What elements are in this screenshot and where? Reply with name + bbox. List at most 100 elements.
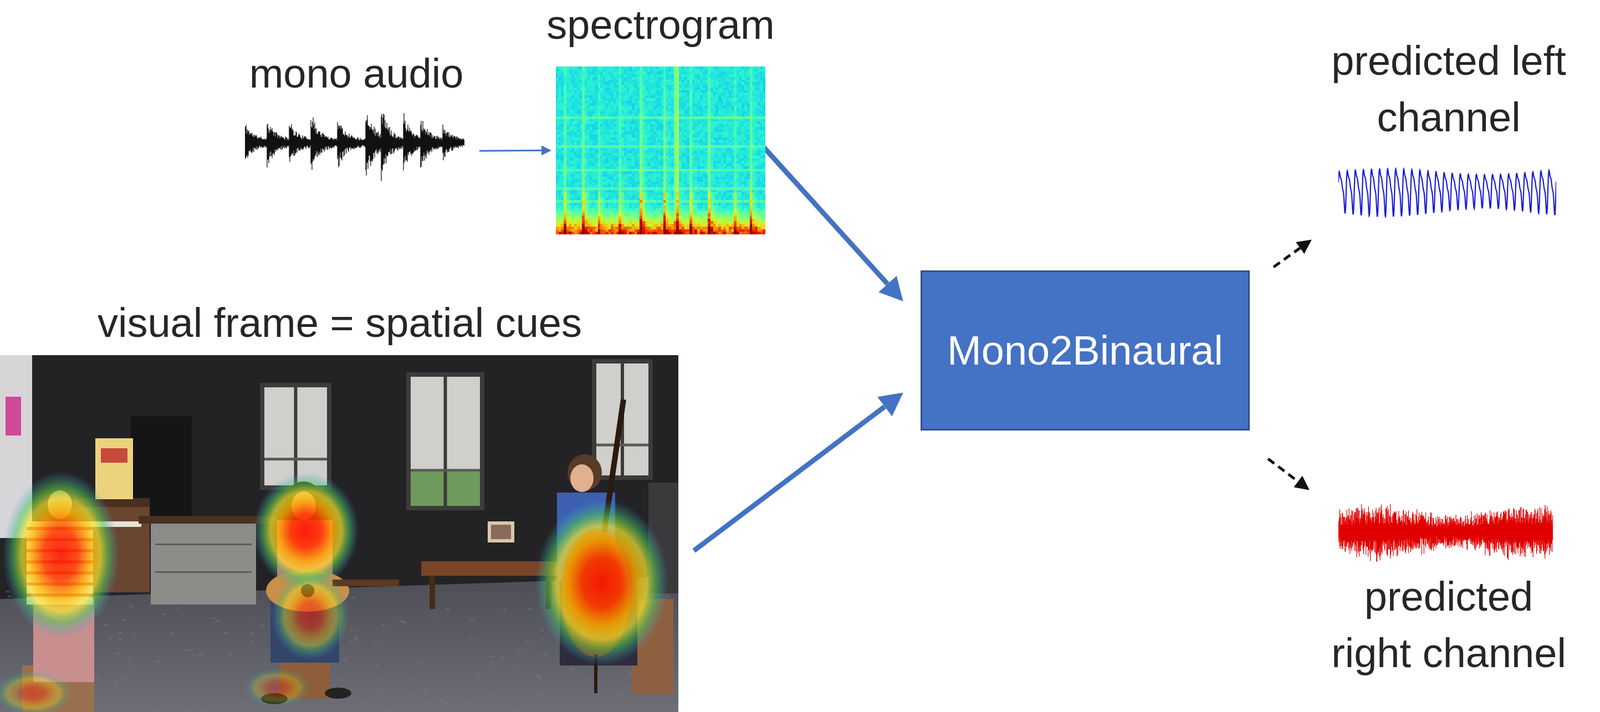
spectrogram-cell <box>595 190 598 193</box>
spectrogram-cell <box>602 229 606 233</box>
spectrogram-cell <box>576 179 580 183</box>
spectrogram-cell <box>629 218 632 222</box>
spectrogram-cell <box>584 169 588 172</box>
spectrogram-cell <box>574 210 577 214</box>
spectrogram-cell <box>560 158 564 162</box>
spectrogram-cell <box>631 231 635 235</box>
spectrogram-cell <box>621 200 625 203</box>
spectrogram-cell <box>569 192 572 196</box>
spectrogram-cell <box>616 124 620 127</box>
spectrogram-cell <box>566 171 570 175</box>
spectrogram-cell <box>616 187 620 191</box>
spectrogram-cell <box>595 113 598 117</box>
spectrogram-cell <box>613 116 617 120</box>
spectrogram-cell <box>579 179 583 183</box>
spectrogram-cell <box>602 223 606 227</box>
spectrogram-cell <box>587 216 591 219</box>
spectrogram-cell <box>626 113 630 117</box>
spectrogram-cell <box>605 160 609 164</box>
spectrogram-cell <box>616 142 620 146</box>
spectrogram-cell <box>618 223 622 227</box>
spectrogram-cell <box>631 84 635 88</box>
spectrogram-cell <box>629 160 632 164</box>
spectrogram-cell <box>600 210 603 214</box>
spectrogram-cell <box>574 129 577 133</box>
spectrogram-cell <box>592 126 596 130</box>
spectrogram-cell <box>624 174 627 177</box>
spectrogram-cell <box>605 197 609 201</box>
spectrogram-cell <box>618 137 622 141</box>
spectrogram-cell <box>576 140 580 143</box>
spectrogram-cell <box>595 192 598 196</box>
spectrogram-cell <box>624 103 627 106</box>
spectrogram-cell <box>576 77 580 80</box>
spectrogram-cell <box>587 150 591 154</box>
spectrogram-cell <box>569 197 572 201</box>
spectrogram-cell <box>581 221 585 224</box>
spectrogram-cell <box>574 208 577 212</box>
spectrogram-cell <box>618 92 622 96</box>
spectrogram-cell <box>584 184 588 188</box>
spectrogram-cell <box>584 179 588 183</box>
spectrogram-cell <box>587 129 591 133</box>
spectrogram-cell <box>569 213 572 217</box>
spectrogram-cell <box>634 179 638 183</box>
spectrogram-cell <box>631 171 635 175</box>
spectrogram-cell <box>631 163 635 167</box>
spectrogram-cell <box>566 121 570 125</box>
spectrogram-cell <box>631 137 635 141</box>
spectrogram-cell <box>624 145 627 148</box>
spectrogram-cell <box>563 113 567 117</box>
spectrogram-cell <box>595 147 598 151</box>
spectrogram-cell <box>616 110 620 114</box>
spectrogram-cell <box>600 216 603 219</box>
spectrogram-cell <box>563 134 567 138</box>
spectrogram-cell <box>600 84 603 88</box>
spectrogram-cell <box>581 126 585 130</box>
spectrogram-cell <box>595 121 598 125</box>
spectrogram-cell <box>618 140 622 143</box>
spectrogram-cell <box>589 103 593 106</box>
spectrogram-cell <box>602 218 606 222</box>
spectrogram-cell <box>569 87 572 91</box>
spectrogram-cell <box>621 116 625 120</box>
spectrogram-cell <box>613 92 617 96</box>
spectrogram-cell <box>626 103 630 106</box>
spectrogram-cell <box>574 77 577 80</box>
spectrogram-cell <box>629 145 632 148</box>
spectrogram-cell <box>558 200 562 203</box>
spectrogram-cell <box>616 108 620 112</box>
spectrogram-cell <box>589 98 593 101</box>
spectrogram-cell <box>631 187 635 191</box>
spectrogram-cell <box>613 210 617 214</box>
spectrogram-cell <box>579 210 583 214</box>
spectrogram-cell <box>579 103 583 106</box>
spectrogram-cell <box>589 192 593 196</box>
spectrogram-cell <box>592 197 596 201</box>
spectrogram-cell <box>560 82 564 85</box>
spectrogram-cell <box>602 116 606 120</box>
spectrogram-cell <box>584 216 588 219</box>
spectrogram-cell <box>558 181 562 185</box>
spectrogram-cell <box>597 202 601 206</box>
spectrogram-cell <box>616 74 620 78</box>
spectrogram-cell <box>624 142 627 146</box>
spectrogram-cell <box>563 187 567 191</box>
spectrogram-cell <box>576 71 580 75</box>
spectrogram-cell <box>576 124 580 127</box>
spectrogram-cell <box>584 92 588 96</box>
spectrogram-cell <box>592 216 596 219</box>
spectrogram-cell <box>602 129 606 133</box>
spectrogram-cell <box>592 113 596 117</box>
spectrogram-cell <box>605 176 609 180</box>
spectrogram-cell <box>560 108 564 112</box>
spectrogram-cell <box>558 84 562 88</box>
spectrogram-cell <box>634 137 638 141</box>
spectrogram-cell <box>629 226 632 230</box>
spectrogram-cell <box>621 205 625 209</box>
spectrogram-cell <box>634 119 638 122</box>
spectrogram-cell <box>629 190 632 193</box>
spectrogram-cell <box>569 129 572 133</box>
spectrogram-cell <box>608 131 612 135</box>
spectrogram-cell <box>560 66 564 70</box>
